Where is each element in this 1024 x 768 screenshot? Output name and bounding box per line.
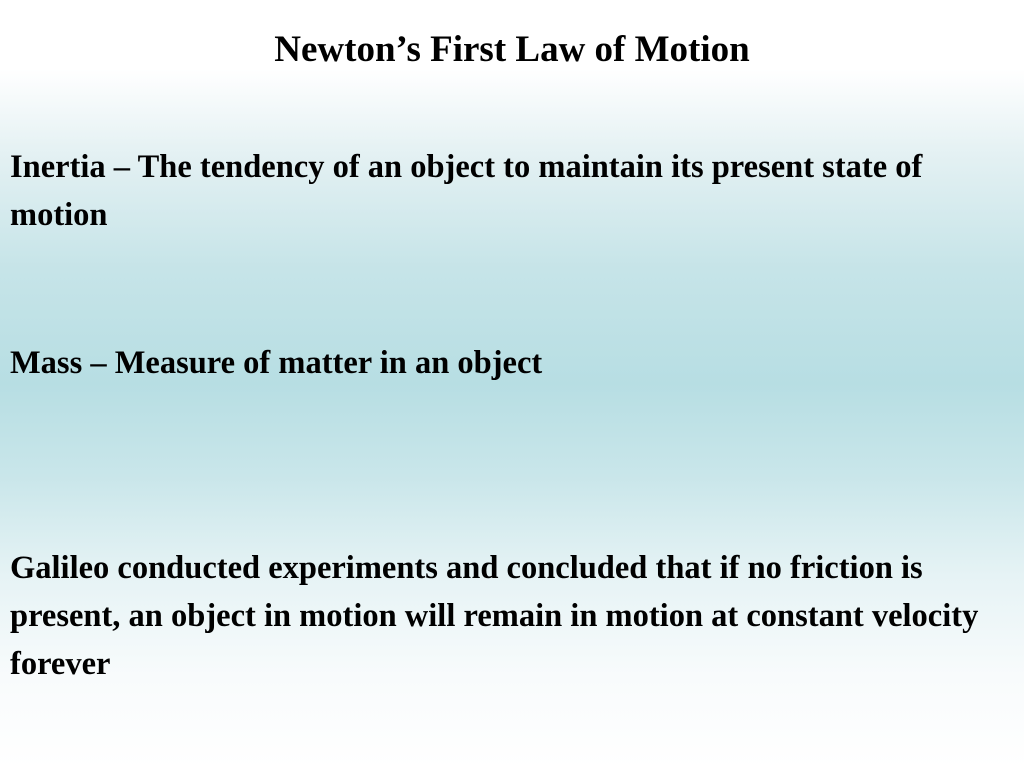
slide-title: Newton’s First Law of Motion (274, 29, 750, 70)
mass-definition: Mass – Measure of matter in an object (10, 345, 543, 381)
galileo-statement: Galileo conducted experiments and conclu… (10, 550, 979, 682)
inertia-definition: Inertia – The tendency of an object to m… (10, 149, 923, 233)
